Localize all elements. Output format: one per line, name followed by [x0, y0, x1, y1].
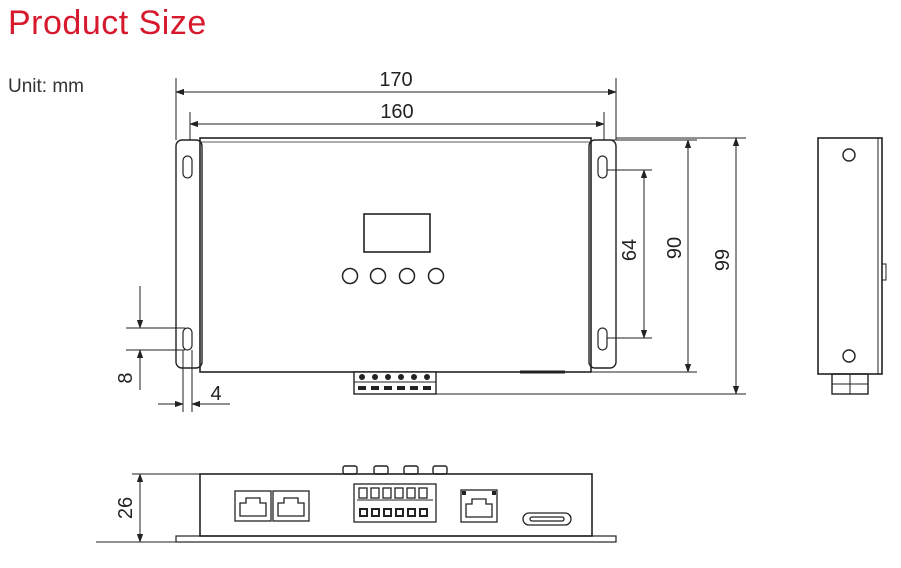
dimension-90 — [440, 139, 697, 373]
unit-label: Unit: mm — [8, 76, 84, 97]
dimension-4 — [158, 350, 230, 412]
label-body-width: 160 — [380, 101, 413, 123]
front-button-4 — [427, 267, 445, 285]
rj45-port-left — [234, 490, 272, 522]
port-view-base-plate — [175, 535, 617, 543]
mounting-slot-top-left — [182, 155, 193, 179]
port-view — [175, 465, 617, 543]
label-device-height: 26 — [115, 497, 137, 519]
terminal-block — [353, 371, 437, 395]
right-flange — [588, 139, 617, 369]
rj45-port-right — [460, 489, 498, 523]
front-button-2 — [369, 267, 387, 285]
knob-2 — [373, 465, 389, 475]
side-body — [817, 137, 883, 375]
dimension-170 — [175, 78, 617, 140]
sd-card-slot — [522, 512, 572, 526]
mounting-slot-bottom-right — [597, 327, 608, 351]
lcd-display — [363, 213, 431, 253]
front-button-3 — [398, 267, 416, 285]
device-body — [199, 137, 592, 373]
page-title: Product Size — [8, 4, 207, 42]
dimension-8 — [126, 286, 185, 390]
label-body-height: 90 — [664, 237, 686, 259]
front-button-1 — [341, 267, 359, 285]
dimension-99 — [436, 137, 746, 395]
terminal-connector-front — [353, 483, 437, 523]
side-tab — [881, 263, 887, 281]
side-hole-top — [842, 148, 856, 162]
mounting-slot-bottom-left — [182, 327, 193, 351]
label-slot-size: 8 — [115, 372, 137, 383]
port-view-body — [199, 473, 593, 537]
knob-1 — [342, 465, 358, 475]
label-flange-width: 4 — [210, 383, 221, 405]
label-hole-spacing: 64 — [619, 239, 641, 261]
dimension-26 — [96, 473, 205, 543]
knob-3 — [403, 465, 419, 475]
dimension-64 — [607, 169, 652, 339]
label-overall-height: 99 — [712, 249, 734, 271]
terminal-screws — [358, 374, 431, 390]
mounting-slot-top-right — [597, 155, 608, 179]
dimension-160 — [189, 112, 605, 140]
side-view — [817, 137, 887, 395]
left-flange — [175, 139, 203, 369]
knob-4 — [432, 465, 448, 475]
label-overall-width: 170 — [379, 69, 412, 91]
front-view — [175, 137, 617, 395]
rj45-port-middle — [272, 490, 310, 522]
side-hole-bottom — [842, 349, 856, 363]
